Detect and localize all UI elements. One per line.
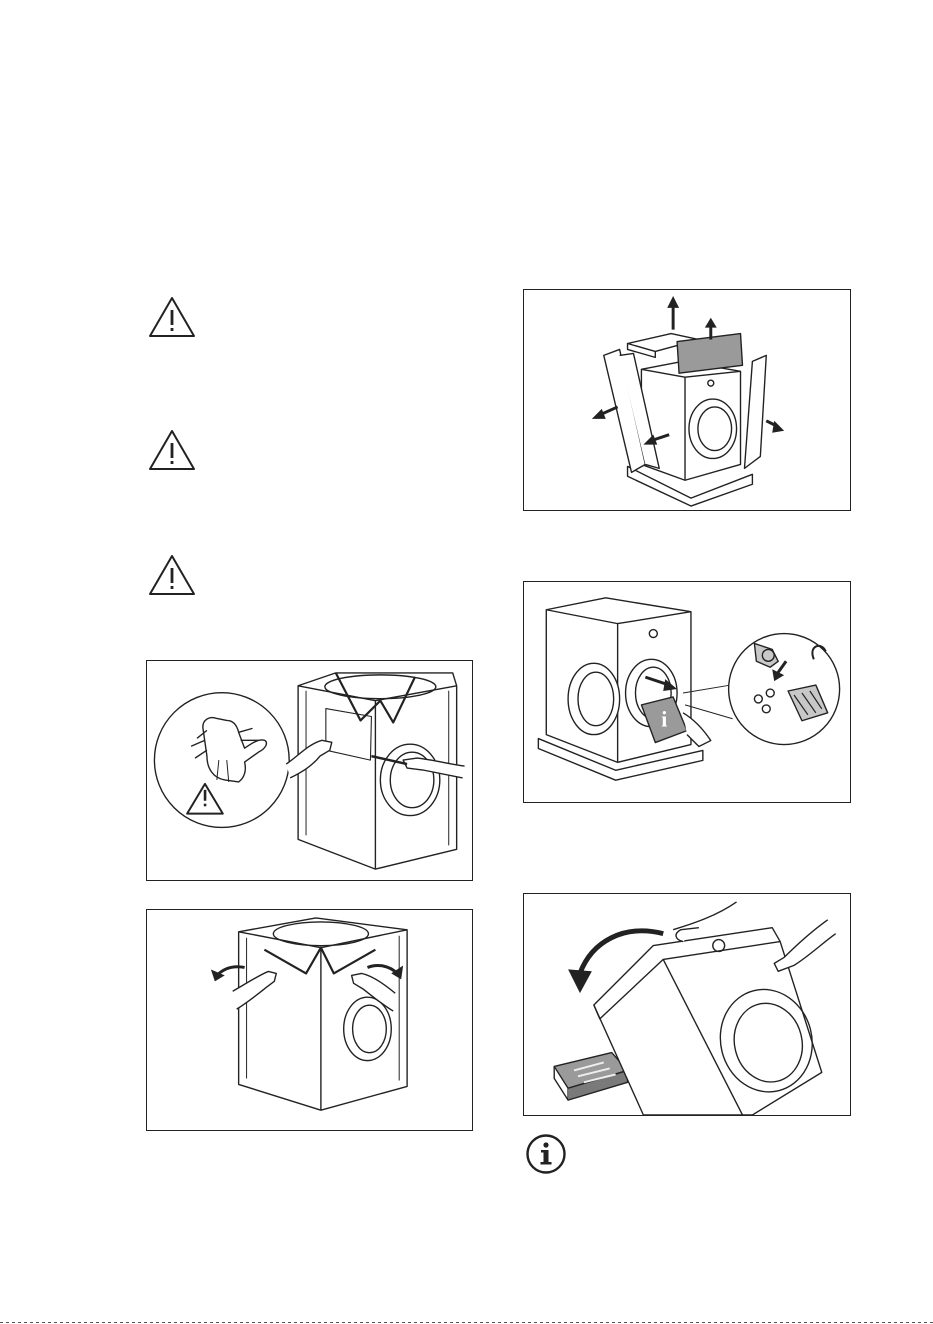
warning-triangle-icon	[147, 295, 197, 339]
manual-info-glyph: i	[661, 708, 667, 732]
fold-down-foil-figure	[146, 909, 473, 1131]
glove-icon	[154, 693, 289, 828]
remove-foil-with-gloves-figure	[146, 660, 473, 881]
remove-packaging-figure	[523, 289, 851, 511]
warning-triangle-icon	[147, 428, 197, 472]
tilt-appliance-back-figure	[523, 893, 851, 1116]
remove-accessories-figure: i	[523, 581, 851, 803]
info-icon	[525, 1133, 567, 1175]
warning-triangle-icon	[147, 553, 197, 597]
page-bottom-rule	[0, 1322, 933, 1323]
